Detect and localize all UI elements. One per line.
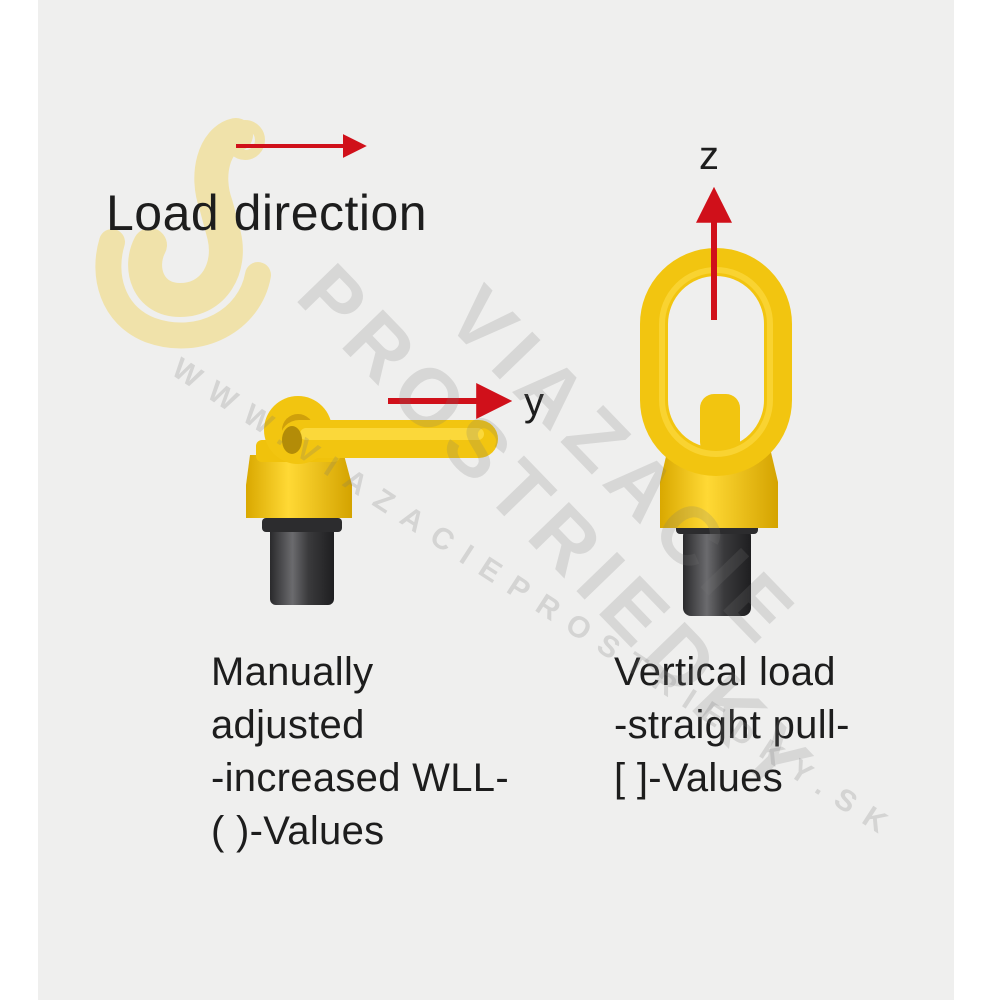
right-caption: Vertical load -straight pull- [ ]-Values <box>614 646 850 805</box>
background-panel <box>38 0 954 1000</box>
hook-logo-icon <box>95 118 271 349</box>
z-axis-label: z <box>699 134 719 178</box>
y-axis-label: y <box>524 380 544 424</box>
load-direction-title: Load direction <box>106 185 428 241</box>
left-caption-line-3: -increased WLL- <box>211 756 509 800</box>
left-caption-line-2: adjusted <box>211 703 365 747</box>
right-caption-line-2: -straight pull- <box>614 703 850 747</box>
left-caption-line-4: ( )-Values <box>211 809 385 853</box>
left-caption: Manually adjusted -increased WLL- ( )-Va… <box>211 646 509 858</box>
left-caption-line-1: Manually <box>211 650 374 694</box>
right-caption-line-3: [ ]-Values <box>614 756 783 800</box>
swivel-hoist-ring-sideways-icon <box>246 396 498 605</box>
right-caption-line-1: Vertical load <box>614 650 836 694</box>
